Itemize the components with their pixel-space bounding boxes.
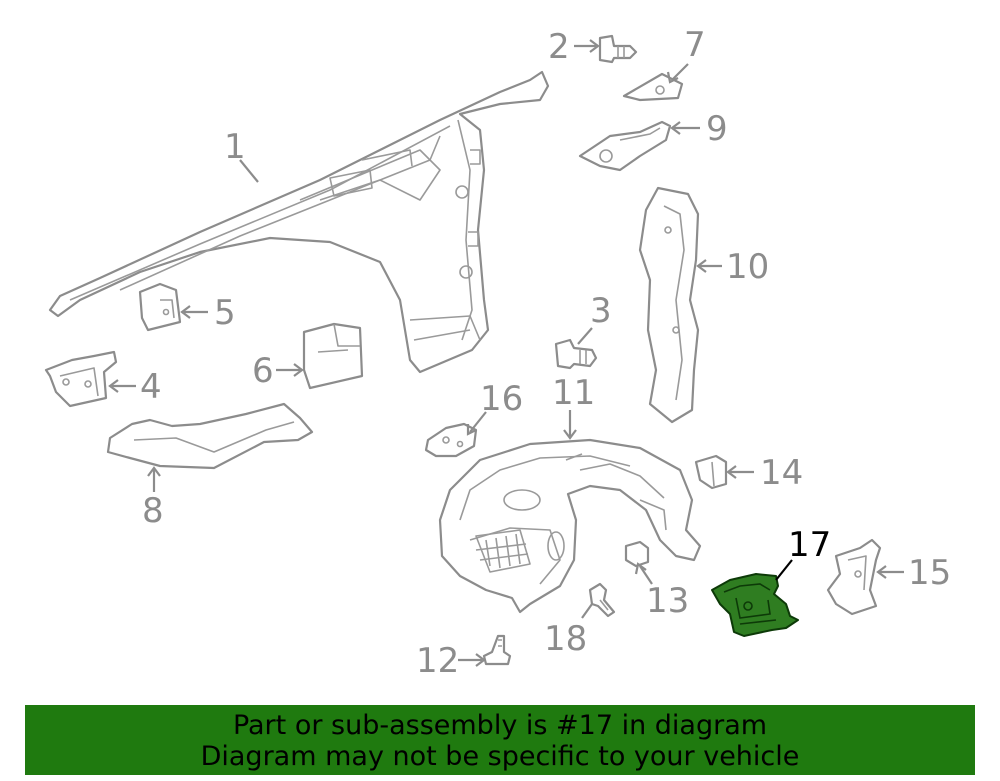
part-fender — [48, 70, 550, 374]
callout-17: 17 — [788, 525, 831, 565]
part-bracket-9 — [578, 120, 672, 172]
callout-6: 6 — [252, 351, 274, 391]
callout-4: 4 — [140, 367, 162, 407]
leader-lines — [108, 39, 904, 667]
part-bolt-18 — [588, 582, 616, 618]
part-clip-14 — [694, 454, 728, 490]
callout-7: 7 — [684, 25, 706, 65]
callout-9: 9 — [706, 109, 728, 149]
part-bracket-4 — [44, 350, 118, 408]
part-bracket-6 — [302, 322, 364, 390]
callout-16: 16 — [480, 379, 523, 419]
part-bolt-2 — [598, 34, 638, 64]
callout-13: 13 — [646, 581, 689, 621]
info-banner: Part or sub-assembly is #17 in diagram D… — [25, 705, 975, 775]
part-17-highlighted — [711, 573, 799, 637]
callout-8: 8 — [142, 491, 164, 531]
banner-line-2: Diagram may not be specific to your vehi… — [200, 741, 800, 772]
part-grommet-16 — [424, 422, 478, 458]
part-bolt-3 — [554, 338, 598, 370]
callout-labels: 1 2 7 9 10 5 3 4 6 16 11 14 8 17 15 13 1… — [140, 25, 951, 681]
part-bracket-15 — [826, 538, 882, 616]
part-clip-13 — [624, 540, 650, 568]
parts-diagram: 1 2 7 9 10 5 3 4 6 16 11 14 8 17 15 13 1… — [44, 25, 951, 681]
callout-2: 2 — [548, 27, 570, 67]
callout-14: 14 — [760, 453, 803, 493]
part-bracket-8 — [106, 402, 314, 470]
part-insulator-10 — [638, 186, 700, 424]
callout-5: 5 — [214, 293, 236, 333]
part-bracket-5 — [138, 282, 182, 332]
part-pin-12 — [482, 634, 512, 666]
part-liner-11 — [438, 438, 702, 614]
callout-10: 10 — [726, 247, 769, 287]
callout-18: 18 — [544, 619, 587, 659]
callout-12: 12 — [416, 641, 459, 681]
banner-line-1: Part or sub-assembly is #17 in diagram — [232, 710, 768, 741]
callout-1: 1 — [224, 127, 246, 167]
callout-15: 15 — [908, 553, 951, 593]
callout-11: 11 — [552, 373, 595, 413]
part-bracket-7 — [622, 72, 684, 102]
callout-3: 3 — [590, 291, 612, 331]
